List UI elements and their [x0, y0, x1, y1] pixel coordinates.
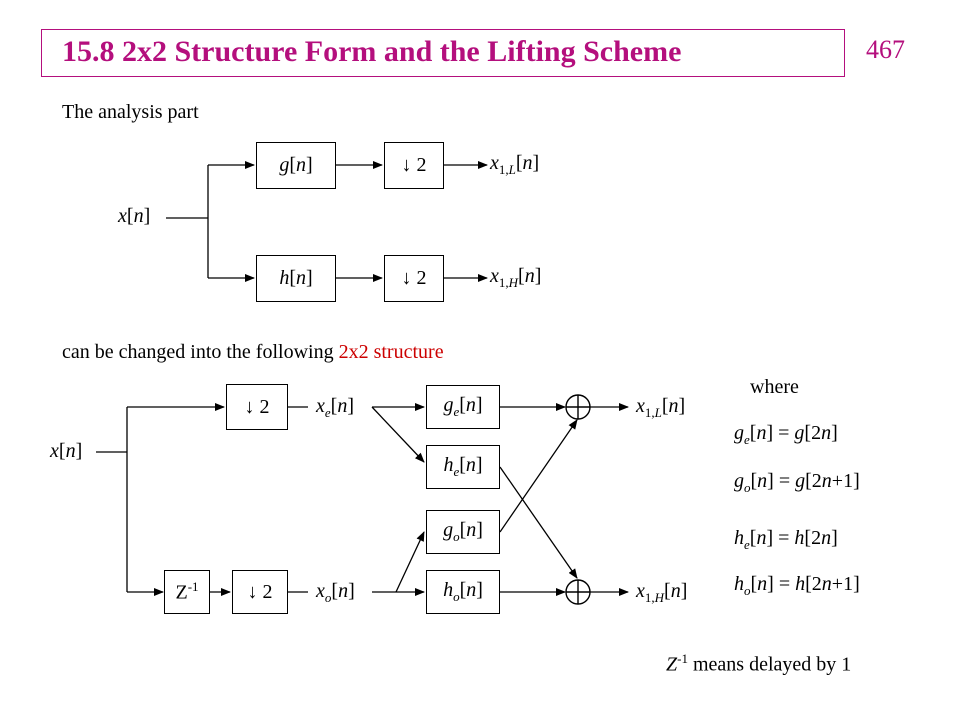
structure-output-high: x1,H[n]: [636, 580, 688, 605]
analysis-output-high: x1,H[n]: [490, 265, 542, 290]
structure-downsample-bottom-block: ↓ 2: [232, 570, 288, 614]
analysis-caption: The analysis part: [62, 101, 199, 123]
even-signal-label: xe[n]: [316, 395, 355, 420]
definition-ho: ho[n] = h[2n+1]: [734, 573, 860, 598]
transition-highlight: 2x2 structure: [338, 341, 444, 363]
structure-downsample-top-block: ↓ 2: [226, 384, 288, 430]
page-title: 15.8 2x2 Structure Form and the Lifting …: [62, 35, 682, 68]
analysis-output-low: x1,L[n]: [490, 152, 540, 177]
filter-he-block: he[n]: [426, 445, 500, 489]
filter-ge-block: ge[n]: [426, 385, 500, 429]
filter-h-block: h[n]: [256, 255, 336, 302]
transition-text: can be changed into the following 2x2 st…: [62, 341, 444, 363]
structure-input-label: x[n]: [50, 440, 83, 462]
footnote: Z-1 means delayed by 1: [666, 651, 852, 676]
downsample-bottom-block: ↓ 2: [384, 255, 444, 302]
definition-he: he[n] = h[2n]: [734, 527, 838, 552]
page-number: 467: [866, 35, 905, 64]
definition-go: go[n] = g[2n+1]: [734, 470, 860, 495]
filter-ho-block: ho[n]: [426, 570, 500, 614]
downsample-top-block: ↓ 2: [384, 142, 444, 189]
filter-g-block: g[n]: [256, 142, 336, 189]
odd-signal-label: xo[n]: [316, 580, 355, 605]
delay-block: Z-1: [164, 570, 210, 614]
definitions-heading: where: [750, 376, 799, 398]
structure-output-low: x1,L[n]: [636, 395, 686, 420]
title-frame: [41, 29, 845, 77]
definition-ge: ge[n] = g[2n]: [734, 422, 838, 447]
filter-go-block: go[n]: [426, 510, 500, 554]
analysis-input-label: x[n]: [118, 205, 151, 227]
